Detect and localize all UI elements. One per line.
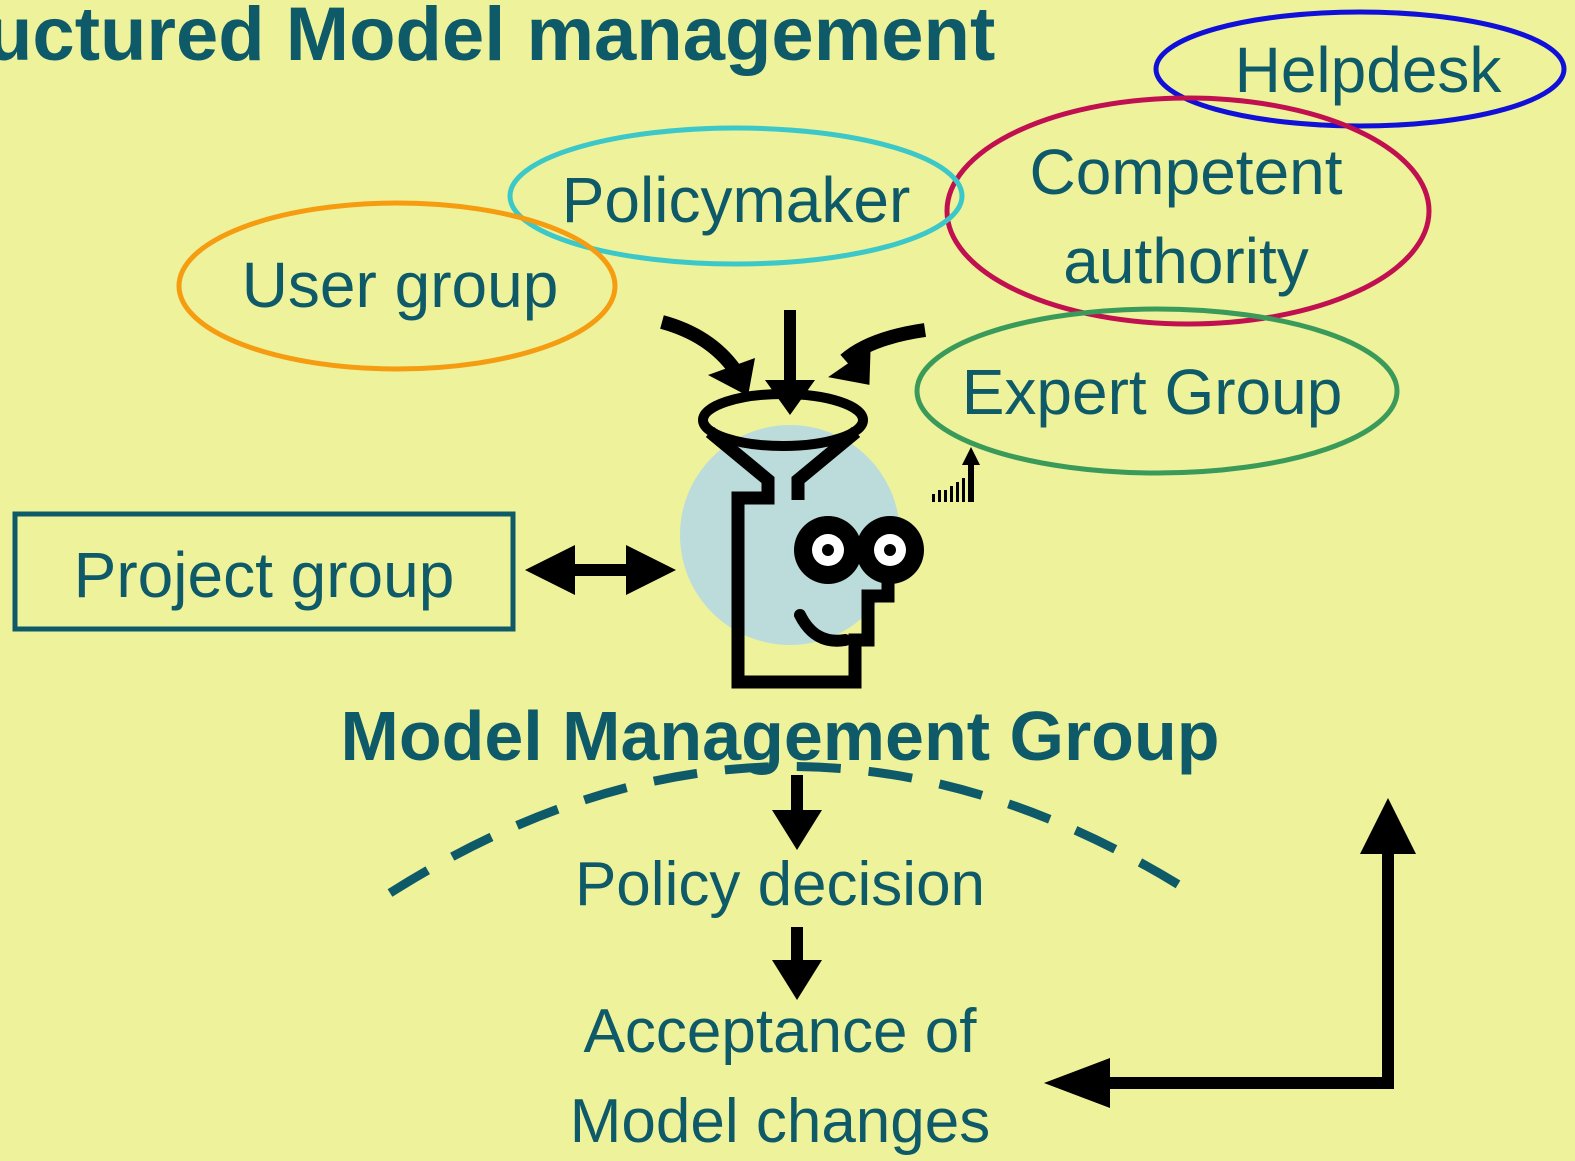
project-group-label: Project group: [74, 539, 455, 611]
input-arrows: [660, 310, 927, 415]
policy-decision-label: Policy decision: [575, 850, 985, 919]
project-group-double-arrow: [525, 545, 676, 595]
funnel-head-thinker-icon: [680, 389, 980, 689]
slide-title: uctured Model management: [0, 0, 995, 77]
helpdesk-label: Helpdesk: [1235, 34, 1503, 106]
expert-group-outline: [914, 306, 1400, 476]
policymaker-label: Policymaker: [562, 164, 911, 236]
expert-group-label: Expert Group: [962, 356, 1343, 428]
user-group-outline: [176, 200, 618, 372]
arrow-to-acceptance: [772, 927, 822, 1000]
growth-sparkline-icon: [932, 447, 980, 502]
project-group-box: [12, 511, 516, 632]
feedback-loop-arrow: [1044, 798, 1416, 1108]
policymaker-outline: [507, 125, 965, 267]
competent-authority-label-line2: authority: [1063, 225, 1308, 297]
dashed-arc: [387, 762, 1195, 897]
acceptance-label-line1: Acceptance of: [584, 997, 978, 1066]
user-group-label: User group: [242, 249, 559, 321]
model-management-group-label: Model Management Group: [341, 697, 1220, 775]
arrow-to-policy-decision: [772, 775, 822, 850]
acceptance-label-line2: Model changes: [570, 1087, 991, 1156]
competent-authority-label-line1: Competent: [1029, 136, 1342, 208]
competent-authority-outline: [944, 95, 1432, 327]
helpdesk-outline: [1153, 9, 1567, 129]
